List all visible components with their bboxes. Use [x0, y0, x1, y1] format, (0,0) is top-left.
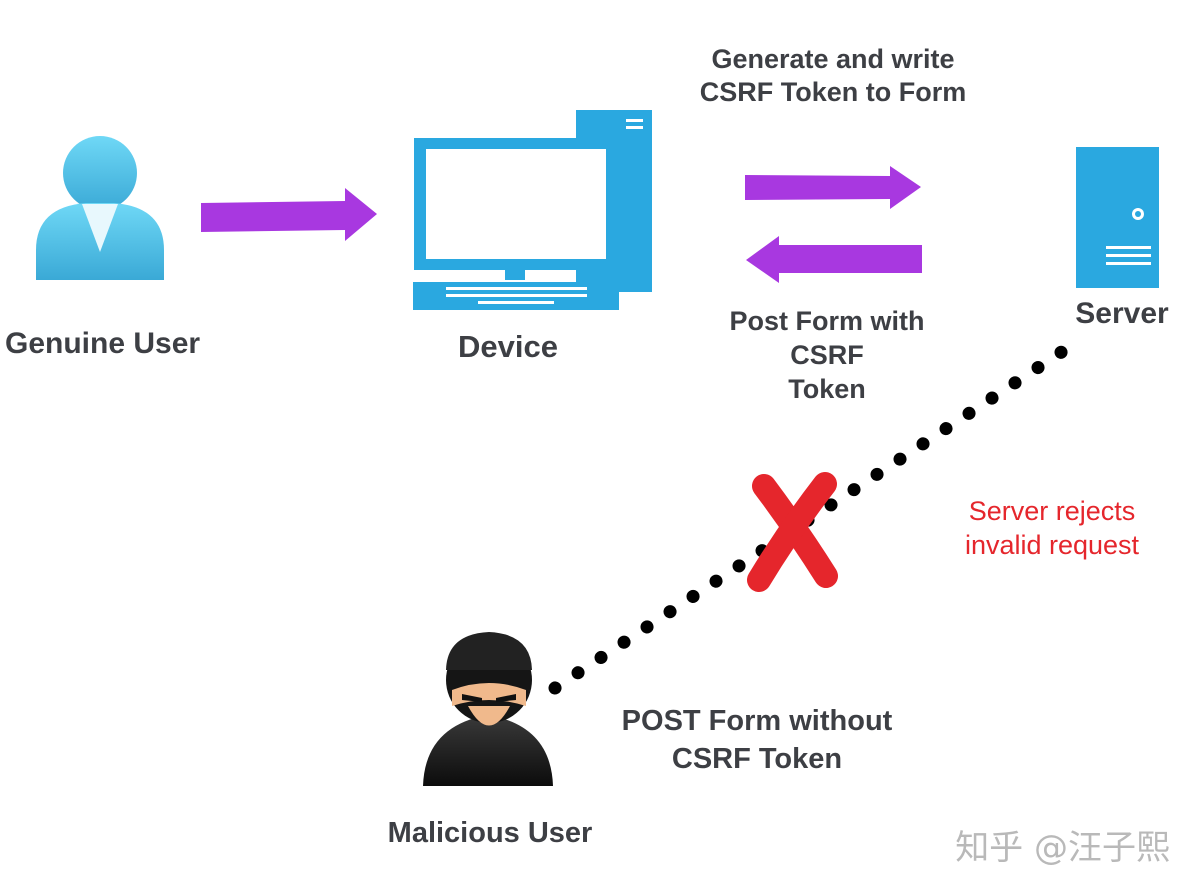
user-to-device-arrow: [201, 188, 377, 241]
post-without-token-line-1: POST Form without: [621, 705, 893, 737]
server-to-device-arrow: [746, 236, 922, 283]
generate-token-line-1: Generate and write: [711, 44, 955, 74]
red-x-icon: [747, 472, 838, 592]
watermark: 知乎 @汪子熙: [955, 828, 1170, 868]
generate-token-line-2: CSRF Token to Form: [699, 76, 967, 107]
rejection-line-1: Server rejects: [968, 496, 1136, 526]
post-with-token-line-3: Token: [788, 374, 866, 404]
post-without-token-label: POST Form without CSRF Token: [622, 702, 893, 778]
genuine-user-icon: [36, 136, 164, 280]
hacker-icon: [423, 632, 553, 786]
post-with-token-line-1: Post Form with: [729, 306, 925, 336]
device-label: Device: [458, 329, 558, 364]
desktop-computer-icon: [413, 110, 652, 310]
server-icon: [1076, 147, 1159, 288]
malicious-user-label: Malicious User: [387, 817, 593, 849]
device-to-server-arrow: [745, 166, 921, 209]
post-with-token-line-2: CSRF: [790, 340, 864, 370]
post-without-token-line-2: CSRF Token: [671, 743, 843, 775]
generate-token-label: Generate and write CSRF Token to Form: [700, 43, 967, 109]
server-label: Server: [1075, 297, 1169, 330]
genuine-user-label: Genuine User: [5, 327, 201, 360]
post-with-token-label: Post Form with CSRF Token: [730, 304, 925, 406]
rejection-line-2: invalid request: [964, 530, 1140, 560]
rejection-label: Server rejects invalid request: [965, 494, 1139, 562]
